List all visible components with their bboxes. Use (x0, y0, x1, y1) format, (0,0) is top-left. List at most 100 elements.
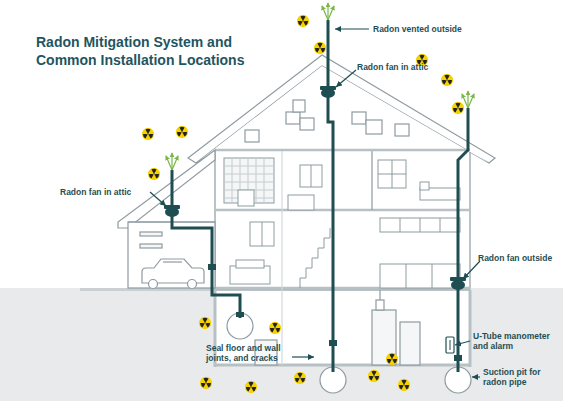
roof-part (215, 149, 470, 152)
vent-arrows-part (166, 156, 172, 170)
upper-rooms-part (238, 190, 254, 206)
vent-arrows-part (328, 6, 334, 20)
radon-symbols-part (452, 102, 464, 114)
callout-label: Radon fan outside (478, 253, 563, 263)
callout-label: Radon fan in attic (357, 62, 467, 72)
roof-part (200, 66, 489, 163)
roof-part (352, 112, 366, 124)
radon-pipe-part (458, 108, 468, 372)
garage-part (140, 244, 162, 248)
radon-symbols-part (314, 42, 326, 54)
upper-rooms (224, 158, 460, 210)
upper-rooms-part (300, 165, 322, 187)
leader-lines-part (472, 376, 480, 377)
garage-part (128, 222, 215, 288)
suction-pit-part (227, 313, 253, 339)
roof-part (395, 124, 409, 136)
callout-label: Radon vented outside (373, 24, 523, 34)
radon-symbols-part (142, 128, 154, 140)
vent-arrows-part (467, 91, 468, 108)
callout-label: Suction pit for radon pipe (483, 367, 561, 387)
house-walls (215, 150, 470, 365)
leader-lines-part (335, 28, 369, 29)
main-rooms-part (250, 222, 274, 246)
main-rooms-part (380, 218, 460, 232)
callout-label: Seal floor and wall joints, and cracks (206, 343, 292, 363)
main-rooms (230, 218, 460, 288)
vent-arrows-part (322, 6, 328, 20)
u-tube-manometer-part (450, 340, 451, 350)
house-walls-part (215, 209, 470, 212)
garage-part (118, 150, 215, 228)
radon-symbols-part (398, 379, 410, 391)
radon-symbols-part (441, 74, 453, 86)
basement-part (469, 290, 472, 367)
diagram-title: Radon Mitigation System and Common Insta… (36, 33, 266, 69)
pipe-fittings-part (208, 264, 216, 270)
main-rooms-part (236, 260, 264, 268)
radon-fan-part (451, 280, 465, 290)
main-rooms-part (406, 264, 407, 288)
radon-symbols-part (297, 15, 309, 27)
callout-label: Radon fan in attic (60, 187, 160, 197)
upper-rooms-part (288, 195, 314, 210)
upper-rooms-part (378, 160, 406, 188)
garage (118, 150, 215, 289)
garage-part (140, 232, 162, 236)
main-rooms-part (400, 218, 401, 232)
garage-part (163, 261, 182, 262)
garage-part (188, 280, 197, 289)
radon-symbols-part (176, 126, 188, 138)
radon-pipe-part (172, 170, 240, 318)
vent-arrows-part (468, 94, 474, 108)
u-tube-manometer-part (446, 337, 454, 353)
main-rooms-part (300, 228, 330, 288)
radon-pipe-part (328, 20, 333, 372)
radon-symbols-part (245, 381, 257, 393)
house-walls-part (215, 150, 470, 288)
upper-rooms-part (420, 182, 429, 190)
radon-symbols-part (199, 317, 211, 329)
radon-fan-part (165, 207, 179, 217)
radon-symbols-part (269, 322, 281, 334)
radon-symbols-part (368, 370, 380, 382)
leader-lines (150, 29, 480, 377)
house-walls-part (281, 150, 282, 365)
callout-label: U-Tube manometer and alarm (473, 331, 561, 351)
roof-part (293, 100, 305, 112)
radon-symbols-part (148, 168, 160, 180)
roof-part (300, 118, 314, 130)
roof-part (188, 55, 495, 163)
leader-lines-part (336, 70, 356, 87)
main-rooms-part (440, 218, 441, 232)
radon-symbols-part (200, 377, 212, 389)
roof (188, 55, 495, 163)
main-rooms-part (380, 264, 460, 288)
leader-lines-part (455, 341, 470, 345)
vent-arrows-part (172, 156, 178, 170)
pipe-fittings-part (454, 355, 462, 361)
basement-part (400, 322, 420, 365)
radon-fan-part (321, 88, 335, 98)
vent-arrows-part (171, 153, 172, 170)
radon-pipe (172, 20, 468, 372)
basement-part (215, 364, 470, 367)
basement-part (379, 290, 380, 300)
main-rooms-part (432, 264, 433, 288)
basement-part (376, 300, 384, 310)
roof-part (366, 120, 382, 134)
radon-symbols-part (386, 353, 398, 365)
pipe-fittings-part (329, 340, 337, 346)
leader-lines-part (292, 356, 314, 357)
garage-part (149, 280, 158, 289)
radon-fan (164, 86, 466, 290)
main-rooms-part (230, 266, 270, 284)
roof-part (286, 112, 300, 124)
main-rooms-part (420, 218, 421, 232)
pipe-fittings-part (236, 312, 244, 317)
roof-part (245, 130, 259, 142)
house-walls-part (371, 150, 372, 210)
leader-lines-part (150, 192, 166, 206)
u-tube-manometer (446, 337, 454, 353)
